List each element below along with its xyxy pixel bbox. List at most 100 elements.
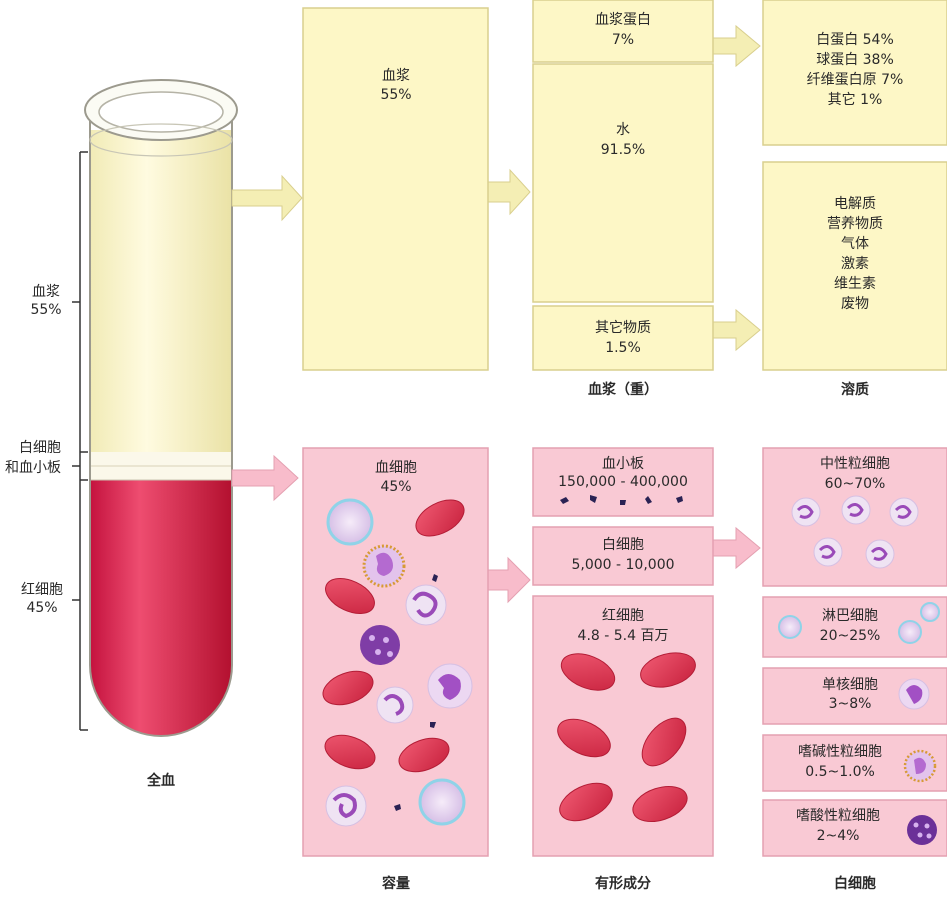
tube-caption: 全血	[146, 772, 175, 789]
rbc-count-range: 4.8 - 5.4 百万	[578, 628, 669, 644]
formed-elements-caption: 有形成分	[595, 875, 651, 892]
lymphocyte-cell	[898, 620, 922, 644]
red-blood-cell	[415, 499, 465, 537]
plasma-protein-box	[532, 0, 714, 63]
tube-wbc-label: 白细胞	[19, 440, 61, 456]
tube-plasma-label: 血浆	[32, 284, 60, 300]
solute-line: 维生素	[834, 276, 876, 292]
platelet	[432, 574, 438, 582]
lymphocyte-cell	[326, 498, 374, 546]
tube-rbc-label: 红细胞	[21, 582, 63, 598]
arrow-plasma-to-components	[487, 168, 531, 216]
protein-detail-line: 球蛋白 38%	[816, 52, 894, 68]
solutes-box	[762, 161, 947, 371]
wbc-count-range: 5,000 - 10,000	[571, 557, 674, 573]
plasma-other-pct: 1.5%	[605, 340, 641, 356]
red-blood-cell	[640, 652, 696, 688]
tube-plasma-pct: 55%	[30, 302, 61, 318]
red-blood-cell	[632, 785, 688, 823]
tube-red-cells	[90, 480, 232, 736]
platelets-title: 血小板	[602, 456, 644, 472]
arrow-wbc-to-types	[711, 526, 761, 570]
platelet	[620, 500, 626, 505]
rbc-shapes	[557, 652, 696, 823]
red-blood-cell	[559, 782, 613, 822]
plasma-other-title: 其它物质	[595, 319, 651, 336]
red-blood-cell	[322, 670, 374, 706]
blood-cells-title: 血细胞	[375, 460, 417, 476]
monocyte-title: 单核细胞	[822, 677, 878, 693]
plasma-protein-title: 血浆蛋白	[595, 12, 651, 28]
platelet	[560, 497, 569, 504]
plasma-water-box	[532, 63, 714, 303]
plasma-water-title: 水	[616, 122, 630, 138]
wbc-types-caption: 白细胞	[834, 875, 876, 892]
basophil-pct: 0.5~1.0%	[805, 764, 875, 780]
solute-line: 电解质	[834, 196, 876, 212]
arrow-tube-to-plasma	[231, 174, 303, 222]
tube-rbc-pct: 45%	[26, 600, 57, 616]
platelet	[676, 496, 683, 503]
monocyte-pct: 3~8%	[829, 696, 872, 712]
blood-cells-pct: 45%	[380, 479, 411, 495]
platelets-range: 150,000 - 400,000	[558, 474, 688, 490]
protein-detail-line: 白蛋白 54%	[816, 32, 894, 48]
plasma-box-title: 血浆	[382, 68, 410, 84]
arrow-other-to-solutes	[711, 308, 761, 352]
eosinophil-pct: 2~4%	[817, 828, 860, 844]
blood-cells-caption: 容量	[381, 875, 410, 892]
neutrophil-cell	[325, 785, 367, 827]
eosinophil-title: 嗜酸性粒细胞	[796, 808, 880, 824]
platelet	[430, 722, 436, 728]
solute-line: 激素	[841, 255, 869, 272]
solutes-caption: 溶质	[841, 381, 869, 398]
neutrophil-shapes	[791, 495, 919, 569]
lymphocyte-cell	[418, 778, 466, 826]
tube-platelet-label: 和血小板	[5, 460, 61, 476]
plasma-box	[302, 7, 489, 371]
solute-line: 气体	[841, 236, 869, 252]
red-blood-cell	[641, 717, 687, 767]
lymphocyte-cell	[920, 602, 940, 622]
platelet-shapes	[560, 495, 683, 505]
plasma-protein-pct: 7%	[612, 32, 634, 48]
red-blood-cell	[398, 737, 450, 773]
protein-detail-box	[762, 0, 947, 146]
arrow-cells-to-formed	[487, 556, 531, 604]
solute-line: 废物	[841, 296, 869, 312]
platelet	[394, 804, 401, 811]
eosinophil-cell	[360, 625, 400, 665]
protein-detail-line: 其它 1%	[828, 91, 883, 108]
tube-plasma	[90, 130, 232, 452]
mixed-cells	[322, 498, 473, 827]
neutrophil-cell	[376, 686, 414, 724]
platelet	[590, 495, 597, 503]
tube-bracket	[72, 151, 88, 731]
plasma-other-box	[532, 305, 714, 371]
wbc-count-box	[532, 526, 714, 586]
plasma-components-caption: 血浆（重）	[588, 381, 658, 398]
arrow-protein-to-detail	[711, 24, 761, 68]
plasma-box-pct: 55%	[380, 87, 411, 103]
protein-detail-lines: 白蛋白 54% 球蛋白 38% 纤维蛋白原 7% 其它 1%	[807, 32, 904, 108]
basophil-title: 嗜碱性粒细胞	[798, 744, 882, 760]
red-blood-cell	[324, 734, 376, 770]
platelet	[645, 496, 652, 504]
eosinophil-cell	[907, 815, 937, 845]
red-blood-cell	[557, 718, 611, 758]
neutrophil-title: 中性粒细胞	[820, 456, 890, 472]
plasma-water-pct: 91.5%	[601, 142, 645, 158]
lymphocyte-cell	[778, 615, 802, 639]
rbc-count-title: 红细胞	[602, 608, 644, 624]
test-tube	[84, 79, 238, 737]
neutrophil-pct: 60~70%	[825, 476, 886, 492]
lymphocyte-title: 淋巴细胞	[822, 608, 878, 624]
protein-detail-line: 纤维蛋白原 7%	[807, 72, 904, 88]
solutes-lines: 电解质 营养物质 气体 激素 维生素 废物	[827, 196, 883, 312]
solute-line: 营养物质	[827, 216, 883, 232]
red-blood-cell	[325, 578, 375, 614]
neutrophil-cell	[405, 584, 447, 626]
arrow-tube-to-cells	[231, 454, 299, 502]
wbc-count-title: 白细胞	[602, 537, 644, 553]
